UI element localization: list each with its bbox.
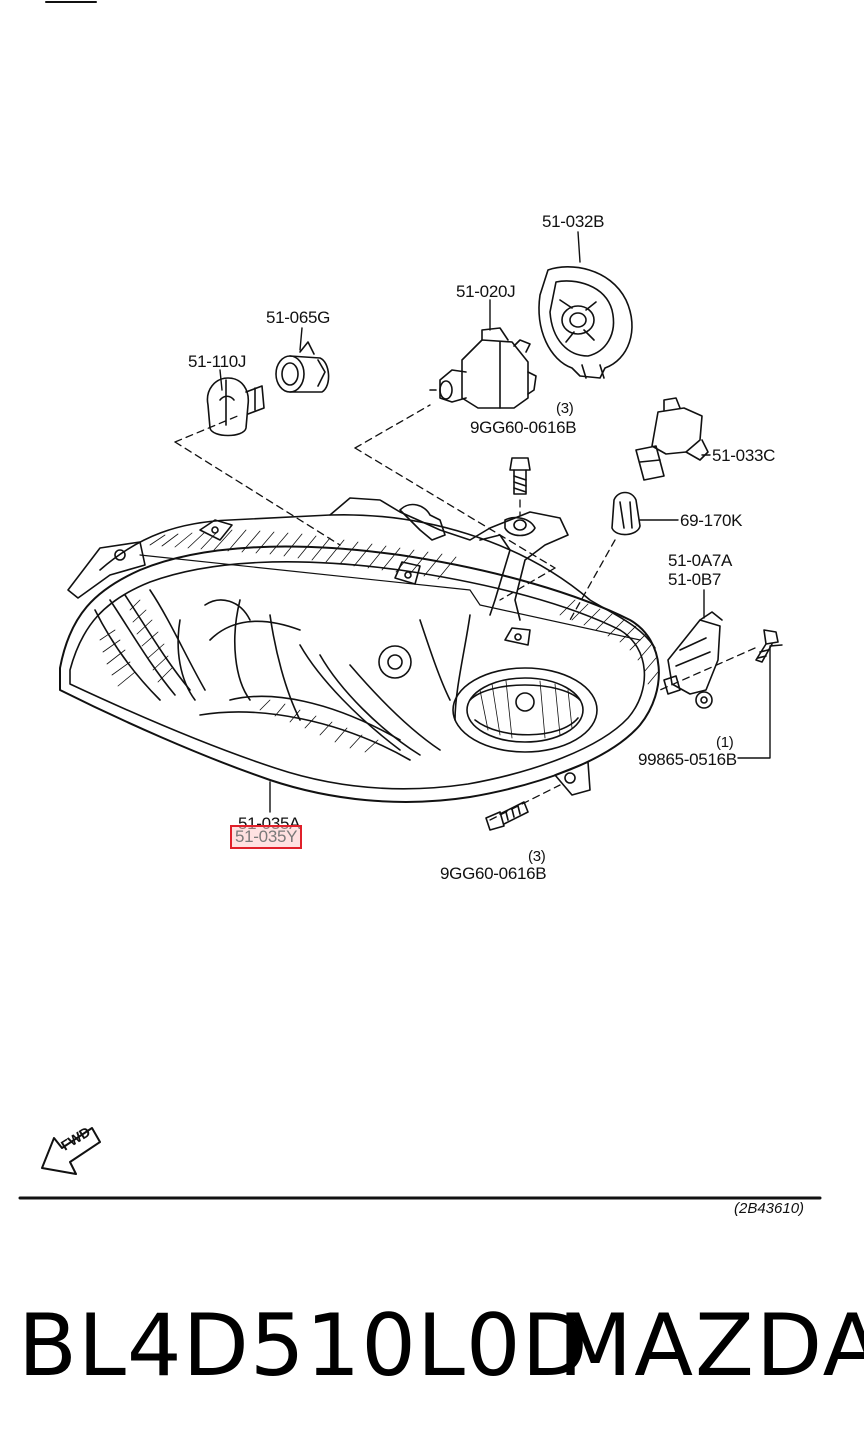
socket-51-033C bbox=[635, 397, 709, 481]
label-51-033C: 51-033C bbox=[712, 446, 776, 465]
bulb-69-170K bbox=[611, 491, 641, 536]
label-51-110J: 51-110J bbox=[188, 352, 247, 371]
bolt-9GG60-bottom bbox=[485, 801, 529, 831]
label-9GG60-top: 9GG60-0616B bbox=[470, 418, 577, 437]
bulb-51-020J bbox=[429, 327, 537, 409]
part-number: BL4D510L0D bbox=[18, 1296, 589, 1396]
bolt-9GG60-top bbox=[509, 457, 531, 495]
diagram-reference-code: (2B43610) bbox=[734, 1200, 805, 1217]
label-51-032B: 51-032B bbox=[542, 212, 605, 231]
label-9GG60-top-qty: (3) bbox=[556, 400, 574, 417]
socket-51-065G bbox=[275, 341, 330, 393]
label-9GG60-bottom-qty: (3) bbox=[528, 848, 546, 865]
bulb-51-110J bbox=[206, 377, 265, 437]
headlamp-assembly bbox=[59, 497, 660, 803]
label-51-0B7: 51-0B7 bbox=[668, 570, 722, 589]
bracket-51-0A7A bbox=[663, 611, 723, 709]
label-51-065G: 51-065G bbox=[266, 308, 331, 327]
leader-lines bbox=[219, 231, 783, 813]
label-99865: 99865-0516B bbox=[638, 750, 737, 769]
label-99865-qty: (1) bbox=[716, 734, 734, 751]
brand-name: MAZDA bbox=[558, 1296, 864, 1396]
label-69-170K: 69-170K bbox=[680, 511, 743, 530]
label-51-035Y-highlighted: 51-035Y bbox=[230, 825, 303, 849]
label-51-020J: 51-020J bbox=[456, 282, 516, 301]
label-51-0A7A: 51-0A7A bbox=[668, 551, 733, 570]
cap-51-032B bbox=[538, 266, 633, 379]
fwd-arrow-icon bbox=[41, 1127, 101, 1175]
label-9GG60-bottom: 9GG60-0616B bbox=[440, 864, 547, 883]
screw-99865 bbox=[755, 629, 779, 663]
assembly-dashed-lines bbox=[174, 404, 756, 821]
